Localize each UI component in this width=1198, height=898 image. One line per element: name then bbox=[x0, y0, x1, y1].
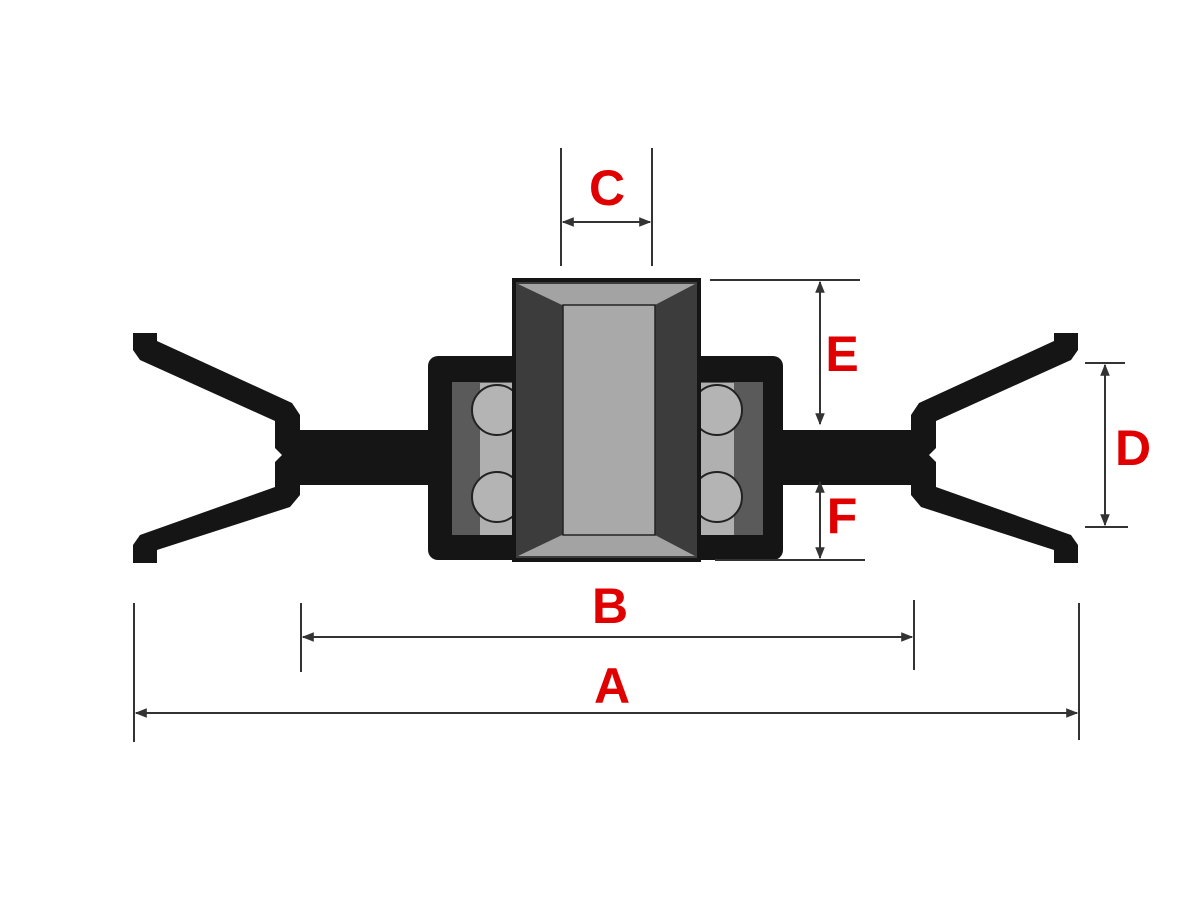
shaft-bottom-bevel bbox=[518, 535, 695, 556]
shaft-top-bevel bbox=[518, 284, 695, 305]
label-c: C bbox=[589, 160, 625, 216]
shaft-bore bbox=[562, 304, 656, 536]
dimension-b: B bbox=[300, 578, 915, 672]
label-a: A bbox=[594, 658, 630, 714]
right-flange bbox=[911, 333, 1078, 563]
dimension-d: D bbox=[1085, 362, 1151, 528]
bearing-assembly bbox=[428, 278, 783, 562]
label-f: F bbox=[827, 488, 858, 544]
dimension-a: A bbox=[133, 603, 1080, 742]
label-e: E bbox=[825, 326, 858, 382]
label-d: D bbox=[1115, 420, 1151, 476]
dimension-c: C bbox=[560, 148, 653, 266]
dimension-e-f: E F bbox=[710, 279, 865, 561]
left-flange bbox=[133, 333, 300, 563]
label-b: B bbox=[592, 578, 628, 634]
